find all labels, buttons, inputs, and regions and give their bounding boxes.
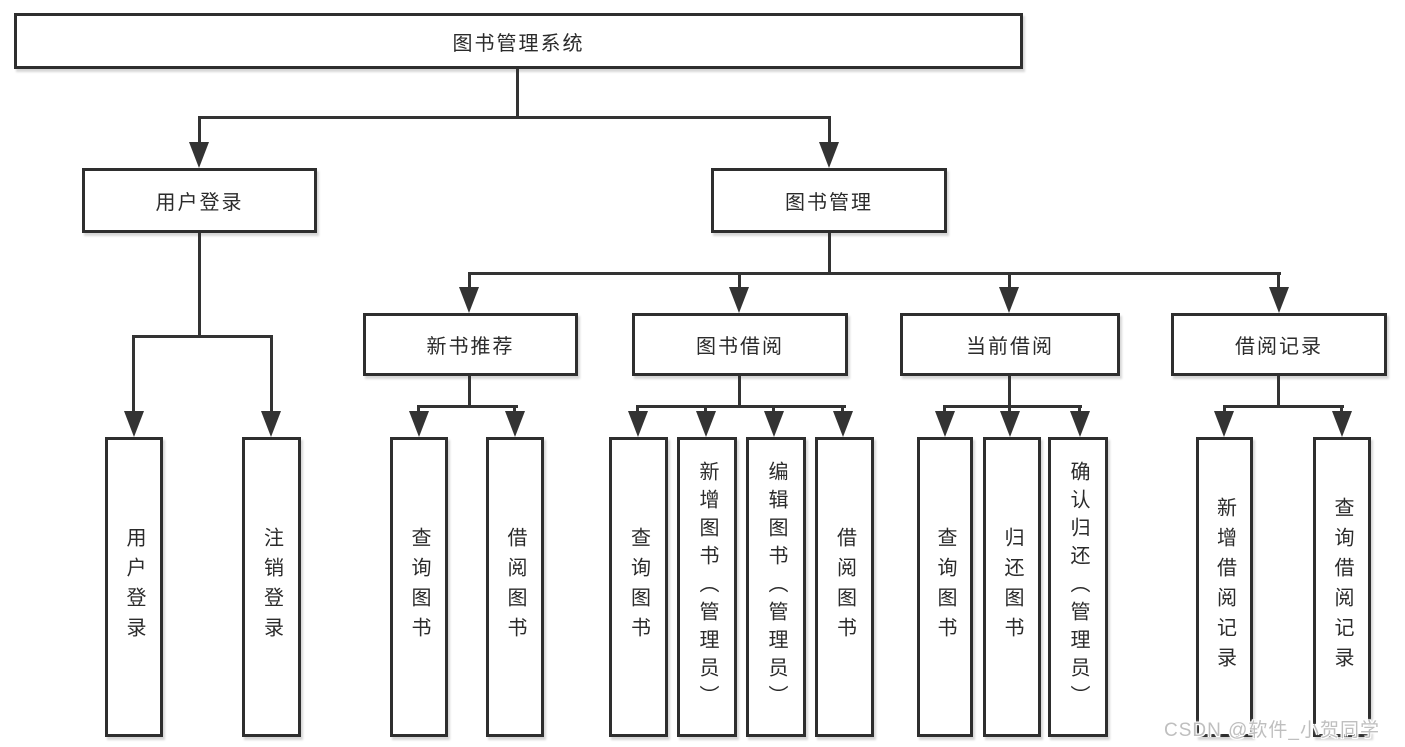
leaf-borrow-books: 借阅图书 bbox=[486, 437, 544, 737]
arrowhead-down-icon bbox=[1000, 411, 1020, 437]
node-user-login: 用户登录 bbox=[82, 168, 317, 233]
arrowhead-down-icon bbox=[261, 411, 281, 437]
node-new-book: 新书推荐 bbox=[363, 313, 578, 376]
edge-bookmgmt-stem bbox=[828, 233, 831, 275]
leaf-user-login: 用户登录 bbox=[105, 437, 163, 737]
edge-bookmgmt-drop-4 bbox=[1277, 272, 1280, 292]
edge-newbook-drop-1 bbox=[417, 405, 420, 414]
arrowhead-down-icon bbox=[819, 142, 839, 168]
arrowhead-down-icon bbox=[729, 287, 749, 313]
node-book-borrow-label: 图书借阅 bbox=[696, 336, 784, 358]
leaf-query-borrow-record: 查询借阅记录 bbox=[1313, 437, 1371, 737]
arrowhead-down-icon bbox=[1214, 411, 1234, 437]
edge-userlogin-stem bbox=[198, 233, 201, 338]
edge-bookborrow-drop-2 bbox=[704, 405, 707, 414]
leaf-borrow-books: 借阅图书 bbox=[815, 437, 874, 737]
node-book-borrow: 图书借阅 bbox=[632, 313, 848, 376]
edge-borrowrecords-bus bbox=[1223, 405, 1344, 408]
edge-newbook-drop-2 bbox=[513, 405, 516, 414]
edge-currentborrow-stem bbox=[1008, 376, 1011, 407]
edge-bookborrow-bus bbox=[636, 405, 846, 408]
leaf-add-borrow-record: 新增借阅记录 bbox=[1196, 437, 1253, 737]
edge-borrowrecords-stem bbox=[1277, 376, 1280, 407]
arrowhead-down-icon bbox=[124, 411, 144, 437]
leaf-return-books: 归还图书 bbox=[983, 437, 1041, 737]
edge-borrowrecords-drop-1 bbox=[1223, 405, 1226, 414]
edge-root-drop-left bbox=[198, 116, 201, 144]
edge-currentborrow-bus bbox=[943, 405, 1082, 408]
node-book-mgmt-label: 图书管理 bbox=[785, 192, 873, 214]
edge-currentborrow-drop-2 bbox=[1008, 405, 1011, 414]
node-book-mgmt: 图书管理 bbox=[711, 168, 947, 233]
arrowhead-down-icon bbox=[409, 411, 429, 437]
node-borrow-records-label: 借阅记录 bbox=[1235, 336, 1323, 358]
edge-bookborrow-drop-4 bbox=[841, 405, 844, 414]
node-root: 图书管理系统 bbox=[14, 13, 1023, 69]
edge-userlogin-drop-2 bbox=[270, 335, 273, 414]
edge-newbook-stem bbox=[468, 376, 471, 407]
edge-bookborrow-drop-3 bbox=[772, 405, 775, 414]
edge-newbook-bus bbox=[417, 405, 518, 408]
edge-bookmgmt-drop-3 bbox=[1008, 272, 1011, 292]
leaf-logout: 注销登录 bbox=[242, 437, 301, 737]
arrowhead-down-icon bbox=[505, 411, 525, 437]
arrowhead-down-icon bbox=[999, 287, 1019, 313]
edge-userlogin-bus bbox=[132, 335, 273, 338]
leaf-add-books-admin: 新增图书（管理员） bbox=[677, 437, 737, 737]
arrowhead-down-icon bbox=[628, 411, 648, 437]
edge-bookborrow-drop-1 bbox=[636, 405, 639, 414]
leaf-edit-books-admin: 编辑图书（管理员） bbox=[746, 437, 806, 737]
edge-bookmgmt-drop-1 bbox=[468, 272, 471, 292]
csdn-watermark: CSDN @软件_小贺同学 bbox=[1164, 720, 1380, 741]
node-new-book-label: 新书推荐 bbox=[426, 336, 515, 358]
node-current-borrow-label: 当前借阅 bbox=[966, 336, 1054, 358]
edge-root-bus bbox=[198, 116, 831, 119]
arrowhead-down-icon bbox=[1269, 287, 1289, 313]
arrowhead-down-icon bbox=[833, 411, 853, 437]
leaf-query-books: 查询图书 bbox=[390, 437, 448, 737]
edge-bookmgmt-drop-2 bbox=[738, 272, 741, 292]
leaf-query-books: 查询图书 bbox=[609, 437, 668, 737]
edge-userlogin-drop-1 bbox=[132, 335, 135, 414]
leaf-query-books: 查询图书 bbox=[917, 437, 973, 737]
arrowhead-down-icon bbox=[1332, 411, 1352, 437]
edge-bookmgmt-bus bbox=[468, 272, 1281, 275]
node-borrow-records: 借阅记录 bbox=[1171, 313, 1387, 376]
arrowhead-down-icon bbox=[459, 287, 479, 313]
edge-root-stem bbox=[516, 69, 519, 117]
edge-currentborrow-drop-1 bbox=[943, 405, 946, 414]
node-root-label: 图书管理系统 bbox=[452, 32, 585, 55]
node-user-login-label: 用户登录 bbox=[155, 192, 244, 214]
arrowhead-down-icon bbox=[764, 411, 784, 437]
arrowhead-down-icon bbox=[696, 411, 716, 437]
edge-borrowrecords-drop-2 bbox=[1340, 405, 1343, 414]
edge-currentborrow-drop-3 bbox=[1078, 405, 1081, 414]
arrowhead-down-icon bbox=[1070, 411, 1090, 437]
edge-bookborrow-stem bbox=[738, 376, 741, 407]
leaf-confirm-return-admin: 确认归还（管理员） bbox=[1048, 437, 1108, 737]
node-current-borrow: 当前借阅 bbox=[900, 313, 1120, 376]
edge-root-drop-right bbox=[828, 116, 831, 144]
arrowhead-down-icon bbox=[935, 411, 955, 437]
arrowhead-down-icon bbox=[189, 142, 209, 168]
